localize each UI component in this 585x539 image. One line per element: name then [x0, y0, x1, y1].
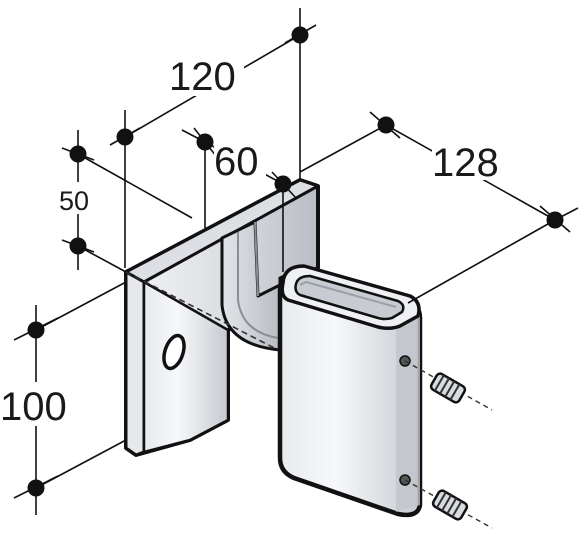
label-bg-100	[0, 382, 74, 426]
label-bg-120	[168, 52, 244, 96]
set-screw-upper	[429, 372, 467, 404]
wall-plate	[124, 178, 320, 457]
dimension-dots	[27, 26, 564, 497]
dimension-label-100: 100	[0, 385, 67, 429]
label-bg-50	[58, 182, 100, 214]
mounting-hole	[162, 333, 186, 371]
rectangular-tube	[277, 264, 423, 518]
centre-line	[125, 271, 289, 356]
dimension-label-60: 60	[214, 140, 259, 184]
set-screw-lower	[431, 489, 469, 521]
label-bg-128	[432, 136, 508, 180]
dimension-label-50: 50	[59, 186, 89, 216]
dimension-label-120: 120	[169, 55, 236, 99]
label-bg-60	[214, 140, 266, 180]
slot-cutout	[220, 220, 284, 352]
dimension-label-128: 128	[432, 141, 499, 185]
